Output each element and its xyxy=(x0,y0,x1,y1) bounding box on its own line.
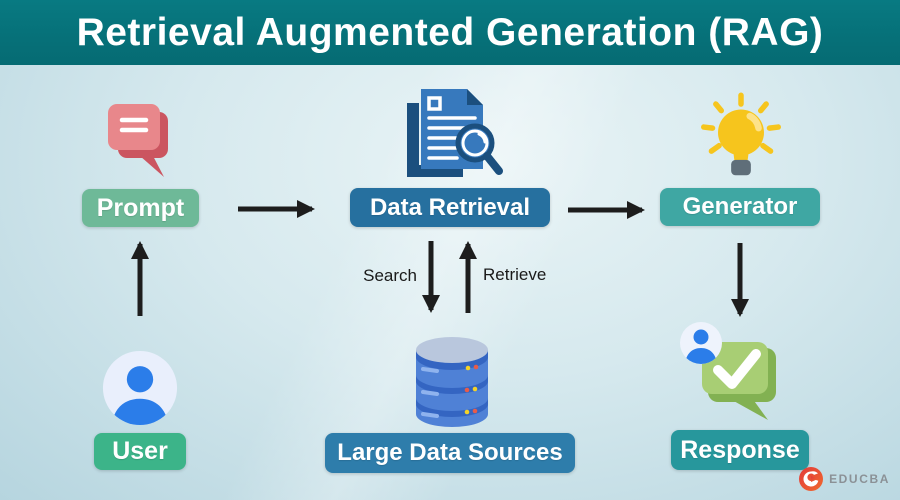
user-avatar-icon xyxy=(102,350,178,426)
generator-label: Generator xyxy=(660,188,820,226)
lightbulb-icon xyxy=(701,92,781,176)
data-retrieval-label: Data Retrieval xyxy=(350,188,550,227)
chat-check-avatar-icon xyxy=(680,322,776,420)
large-data-sources-label: Large Data Sources xyxy=(325,433,575,473)
educba-e-icon xyxy=(799,467,824,491)
chat-bubble-icon xyxy=(108,104,168,177)
page-title: Retrieval Augmented Generation (RAG) xyxy=(76,10,824,54)
prompt-label: Prompt xyxy=(82,189,199,227)
educba-logo-text: EDUCBA xyxy=(829,472,890,486)
document-search-icon xyxy=(407,89,503,177)
search-edge-label: Search xyxy=(363,266,417,285)
retrieve-edge-label: Retrieve xyxy=(483,265,547,284)
database-icon xyxy=(416,337,488,427)
educba-logo: EDUCBA xyxy=(798,466,890,492)
title-bar: Retrieval Augmented Generation (RAG) xyxy=(0,0,900,65)
user-label: User xyxy=(94,433,186,470)
response-label: Response xyxy=(671,430,809,470)
